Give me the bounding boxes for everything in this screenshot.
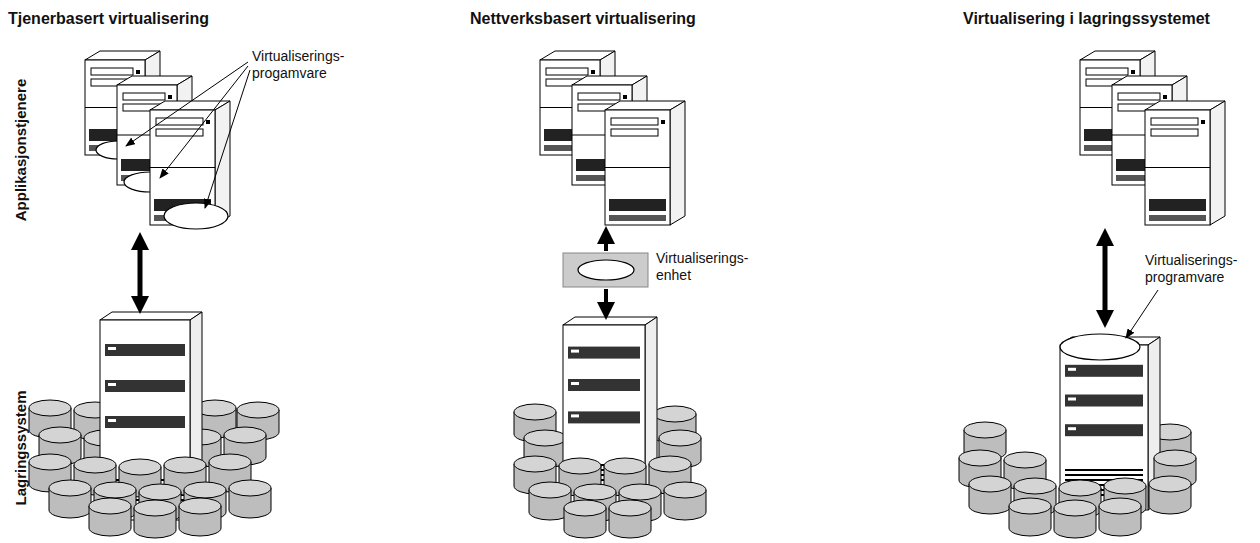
column-heading: Nettverksbasert virtualisering: [470, 10, 696, 28]
disk-cylinder: [1149, 476, 1191, 514]
virtualization-software: [164, 203, 228, 229]
disk-cylinder: [49, 480, 91, 518]
arrow: [160, 66, 248, 178]
disk-cylinder: [1009, 498, 1051, 536]
disk-cylinder: [664, 482, 706, 520]
row-label: Applikasjonstjenere: [12, 79, 29, 222]
storage-cabinet: [1060, 337, 1160, 510]
disk-cylinder: [134, 500, 176, 538]
virtualization-software: [578, 260, 634, 280]
virtualization-software: [1060, 334, 1140, 360]
disk-cylinder: [1054, 500, 1096, 538]
callout-label: Virtualiserings- progamvare: [252, 48, 344, 82]
arrow: [1126, 290, 1158, 338]
disk-cylinder: [1099, 498, 1141, 536]
arrow: [205, 70, 250, 208]
disk-cylinder: [609, 500, 651, 538]
server-tower: [1145, 101, 1225, 225]
callout-label: Virtualiserings- programvare: [1145, 252, 1237, 286]
disk-cylinder: [969, 476, 1011, 514]
row-label: Lagringssystem: [12, 390, 29, 505]
column-heading: Tjenerbasert virtualisering: [8, 10, 209, 28]
arrow: [1103, 234, 1108, 322]
arrow: [138, 238, 143, 308]
column-heading: Virtualisering i lagringssystemet: [963, 10, 1210, 28]
disk-cylinder: [229, 480, 271, 518]
virtualization-device: [563, 253, 648, 287]
arrow: [604, 232, 608, 251]
arrow: [604, 289, 608, 314]
disk-cylinder: [564, 500, 606, 538]
callout-label: Virtualiserings- enhet: [656, 250, 748, 284]
disk-cylinder: [179, 498, 221, 536]
disk-cylinder: [89, 498, 131, 536]
server-tower: [605, 101, 685, 225]
